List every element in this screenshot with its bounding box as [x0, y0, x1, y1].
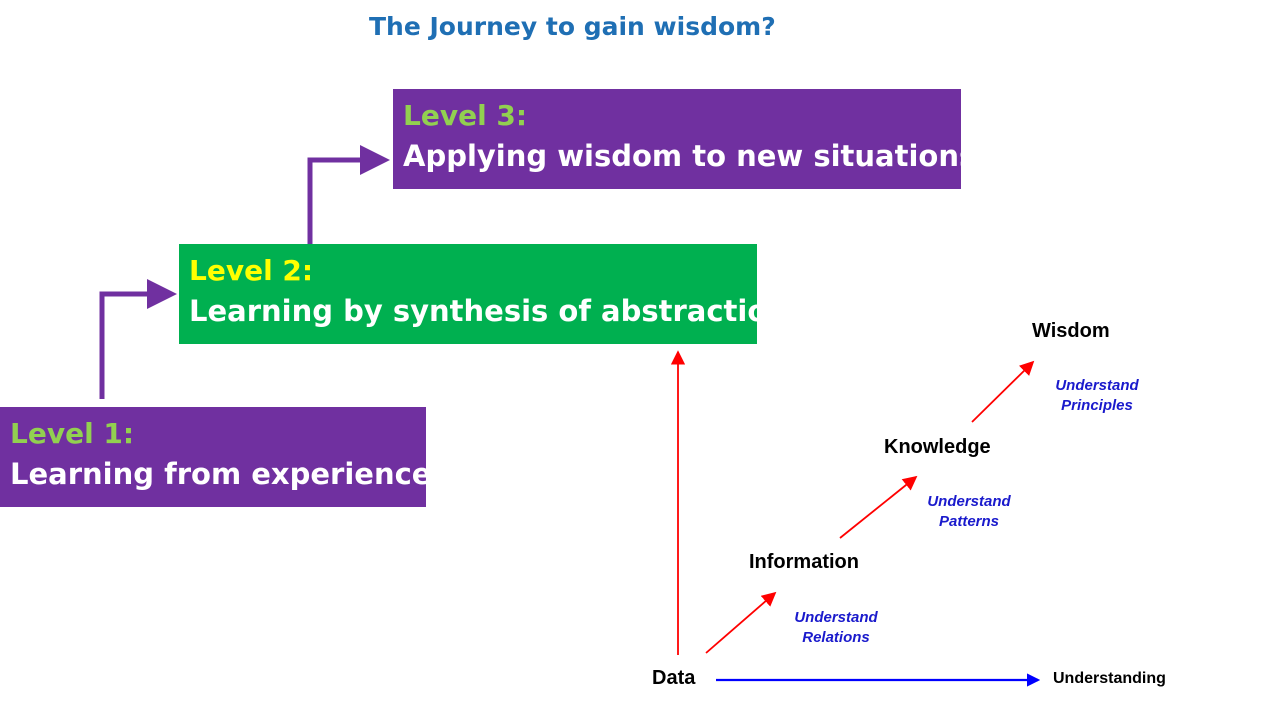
level-2-box: Level 2: Learning by synthesis of abstra…: [179, 244, 788, 344]
step-3-line-2: Principles: [1061, 397, 1133, 414]
step-1-line-2: Relations: [802, 629, 870, 646]
level-3-name: Level 3:: [403, 99, 528, 132]
level-2-name: Level 2:: [189, 254, 314, 287]
step-understand-principles: Understand Principles: [1043, 376, 1151, 416]
node-data: Data: [652, 667, 696, 689]
arrow-knowledge-to-wisdom: [971, 360, 1035, 423]
level-3-box: Level 3: Applying wisdom to new situatio…: [393, 89, 977, 189]
node-information: Information: [749, 551, 859, 573]
slide-title: The Journey to gain wisdom?: [369, 12, 776, 41]
arrow-data-to-information: [705, 591, 777, 654]
node-wisdom: Wisdom: [1032, 320, 1110, 342]
connector-level2-to-level3: [307, 145, 390, 244]
connector-level1-to-level2: [99, 279, 177, 399]
step-2-line-1: Understand: [927, 493, 1011, 510]
step-3-line-1: Understand: [1055, 377, 1139, 394]
arrow-information-to-knowledge: [839, 475, 918, 539]
level-2-description: Learning by synthesis of abstraction: [189, 294, 788, 328]
level-1-description: Learning from experience: [10, 457, 432, 491]
level-1-box: Level 1: Learning from experience: [0, 407, 432, 507]
step-1-line-1: Understand: [794, 609, 878, 626]
understanding-axis-label: Understanding: [1053, 670, 1166, 687]
step-understand-patterns: Understand Patterns: [915, 492, 1023, 532]
level-3-description: Applying wisdom to new situations: [403, 139, 977, 173]
level-1-name: Level 1:: [10, 417, 135, 450]
step-understand-relations: Understand Relations: [782, 608, 890, 648]
node-knowledge: Knowledge: [884, 436, 991, 458]
step-2-line-2: Patterns: [938, 513, 1000, 530]
